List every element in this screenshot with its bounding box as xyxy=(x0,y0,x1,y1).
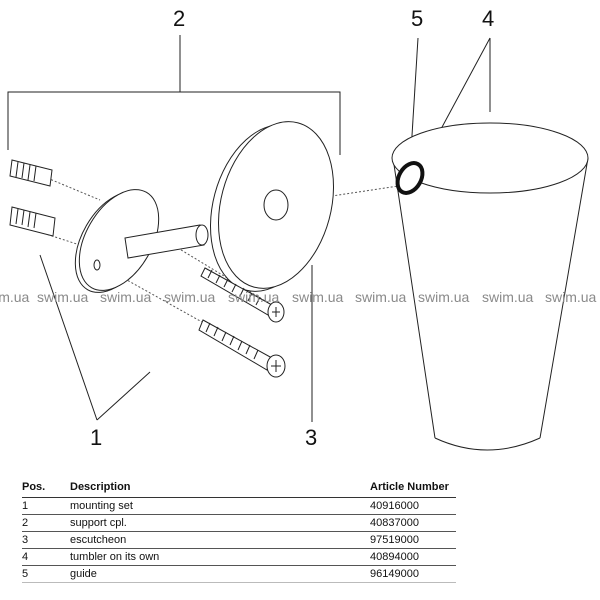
description-cell: escutcheon xyxy=(70,531,370,549)
exploded-parts-drawing xyxy=(7,35,589,451)
watermark: swim.ua xyxy=(292,289,344,305)
watermark: swim.ua xyxy=(164,289,216,305)
callout-4: 4 xyxy=(482,6,495,31)
description-cell: tumbler on its own xyxy=(70,548,370,566)
description-cell: support cpl. xyxy=(70,514,370,532)
article-cell: 40837000 xyxy=(370,514,456,532)
watermark: swim.ua xyxy=(482,289,534,305)
callout-1: 1 xyxy=(90,425,103,450)
article-cell: 40894000 xyxy=(370,548,456,566)
article-cell: 96149000 xyxy=(370,565,456,583)
article-cell: 97519000 xyxy=(370,531,456,549)
watermark: swim.ua xyxy=(37,289,89,305)
watermark: swim.ua xyxy=(418,289,470,305)
mounting-plate xyxy=(74,189,160,293)
watermark: swim.ua xyxy=(0,289,30,305)
watermark: swim.ua xyxy=(100,289,152,305)
pos-cell: 2 xyxy=(22,514,70,532)
header-description: Description xyxy=(70,479,370,498)
watermark: swim.ua xyxy=(228,289,280,305)
screw-lower xyxy=(198,319,286,378)
guide-ring xyxy=(395,161,425,195)
wall-anchor-lower xyxy=(9,206,56,237)
watermark: swim.ua xyxy=(355,289,407,305)
callout-2: 2 xyxy=(173,6,186,31)
article-cell: 40916000 xyxy=(370,497,456,515)
pos-cell: 4 xyxy=(22,548,70,566)
description-cell: mounting set xyxy=(70,497,370,515)
leader-lines xyxy=(7,35,491,422)
callout-3: 3 xyxy=(305,425,318,450)
escutcheon xyxy=(209,121,335,292)
description-cell: guide xyxy=(70,565,370,583)
header-pos: Pos. xyxy=(22,479,70,498)
watermark: swim.ua xyxy=(545,289,597,305)
pos-cell: 1 xyxy=(22,497,70,515)
support-rod xyxy=(124,224,209,259)
pos-cell: 5 xyxy=(22,565,70,583)
table-header-row: Pos. Description Article Number xyxy=(22,479,456,498)
callout-5: 5 xyxy=(411,6,424,31)
wall-anchor-upper xyxy=(9,159,53,187)
pos-cell: 3 xyxy=(22,531,70,549)
screw-upper xyxy=(200,267,285,323)
tumbler xyxy=(391,122,589,451)
header-article-number: Article Number xyxy=(370,479,456,498)
